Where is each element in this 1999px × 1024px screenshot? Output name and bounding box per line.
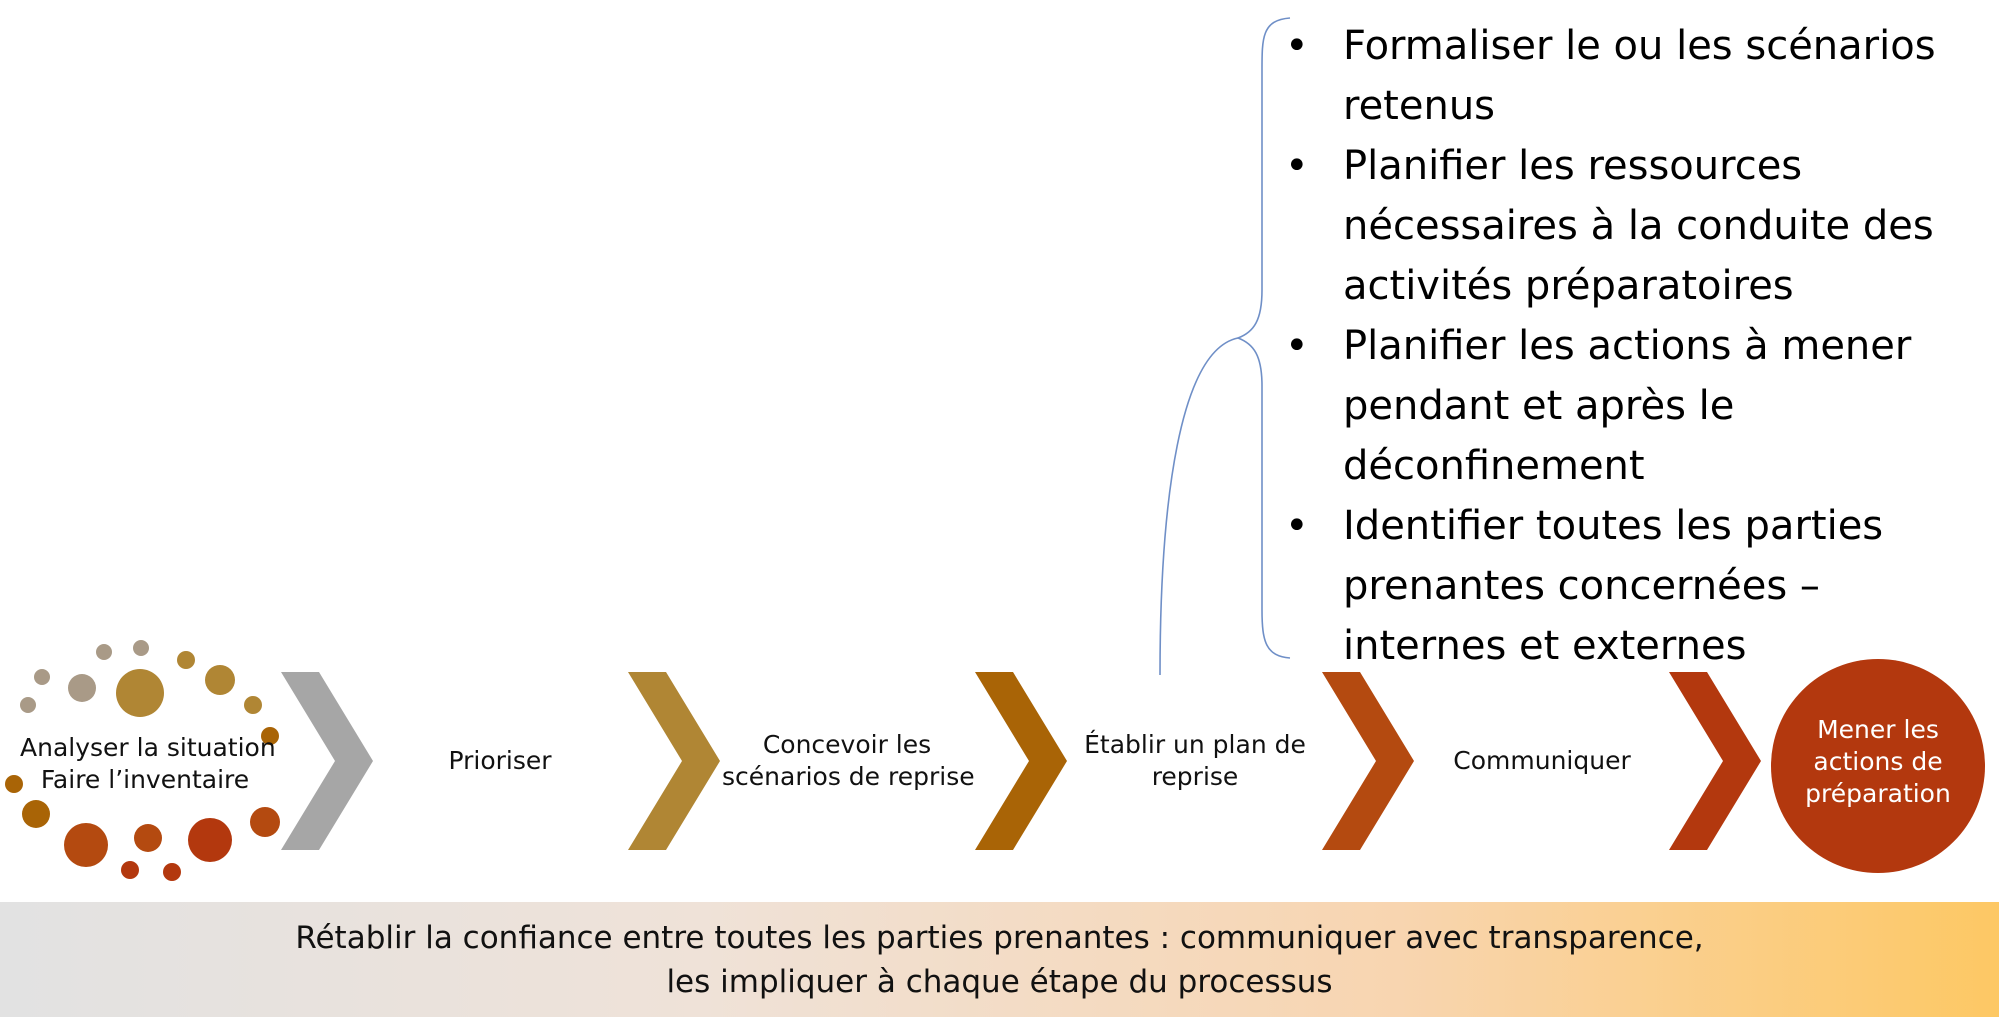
decorative-dot xyxy=(163,863,181,881)
step-label-analyser: Analyser la situation Faire l’inventaire xyxy=(20,733,276,794)
decorative-dot xyxy=(177,651,195,669)
final-step-circle xyxy=(1771,659,1985,873)
banner-line-1: Rétablir la confiance entre toutes les p… xyxy=(295,919,1704,956)
action-bullet-list: Formaliser le ou les scénarios retenus P… xyxy=(1285,16,1985,676)
bullet-item: Identifier toutes les parties prenantes … xyxy=(1285,496,1985,676)
decorative-dot xyxy=(64,823,108,867)
chevron-arrows xyxy=(281,672,1761,850)
chevron-arrow xyxy=(628,672,720,850)
chevron-arrow xyxy=(1669,672,1761,850)
step-label-concevoir: Concevoir les scénarios de reprise xyxy=(722,730,975,791)
decorative-dot xyxy=(5,775,23,793)
decorative-dot xyxy=(20,697,36,713)
decorative-dot xyxy=(34,669,50,685)
bottom-banner: Rétablir la confiance entre toutes les p… xyxy=(0,902,1999,1017)
decorative-dot xyxy=(22,800,50,828)
banner-line-2: les impliquer à chaque étape du processu… xyxy=(666,963,1333,1000)
decorative-dot xyxy=(68,674,96,702)
step-label-prioriser: Prioriser xyxy=(448,746,552,775)
decorative-dot xyxy=(134,824,162,852)
dots-ring xyxy=(5,640,280,881)
decorative-dot xyxy=(250,807,280,837)
decorative-dot xyxy=(121,861,139,879)
bullet-item: Planifier les actions à mener pendant et… xyxy=(1285,316,1985,496)
decorative-dot xyxy=(133,640,149,656)
curly-brace-connector xyxy=(1235,17,1291,659)
chevron-arrow xyxy=(975,672,1067,850)
brace-stem-line xyxy=(1159,337,1239,676)
step-label-etablir: Établir un plan de reprise xyxy=(1084,730,1306,791)
final-step-label: Mener les actions de préparation xyxy=(1805,715,1951,808)
chevron-arrow xyxy=(1322,672,1414,850)
decorative-dot xyxy=(96,644,112,660)
decorative-dot xyxy=(205,665,235,695)
decorative-dot xyxy=(116,669,164,717)
bullet-item: Formaliser le ou les scénarios retenus xyxy=(1285,16,1985,136)
chevron-arrow xyxy=(281,672,373,850)
decorative-dot xyxy=(261,727,279,745)
decorative-dot xyxy=(188,818,232,862)
bullet-item: Planifier les ressources nécessaires à l… xyxy=(1285,136,1985,316)
step-label-communiquer: Communiquer xyxy=(1453,746,1631,775)
decorative-dot xyxy=(244,696,262,714)
